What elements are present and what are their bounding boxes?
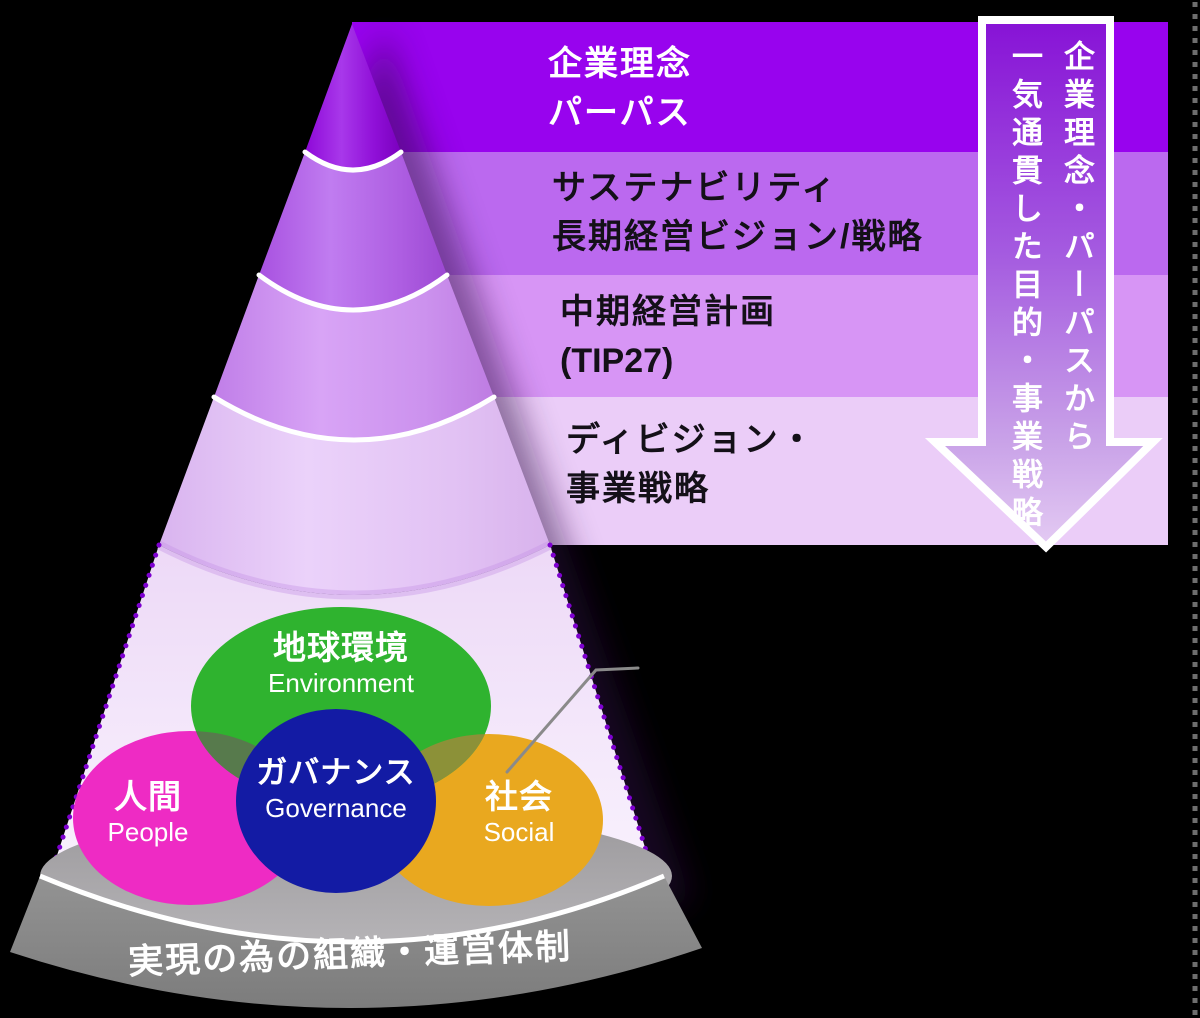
flow-arrow [924,16,1163,553]
divider-arc-2 [256,272,450,313]
cone-edge-dots-right [547,542,663,898]
leader-line [505,666,640,774]
cone-slice-3 [214,275,494,440]
pedestal-front-rim [39,873,665,945]
divider-arc-3 [211,394,497,443]
cone-edge-dots-left [41,542,162,898]
cone-slice-2 [259,152,447,310]
cone-slice-4 [159,397,550,595]
cone-slice-1 [305,24,401,170]
esg-circle-governance [236,709,436,893]
divider-arc-4-subtle [156,540,553,600]
divider-arc-1 [302,149,404,173]
